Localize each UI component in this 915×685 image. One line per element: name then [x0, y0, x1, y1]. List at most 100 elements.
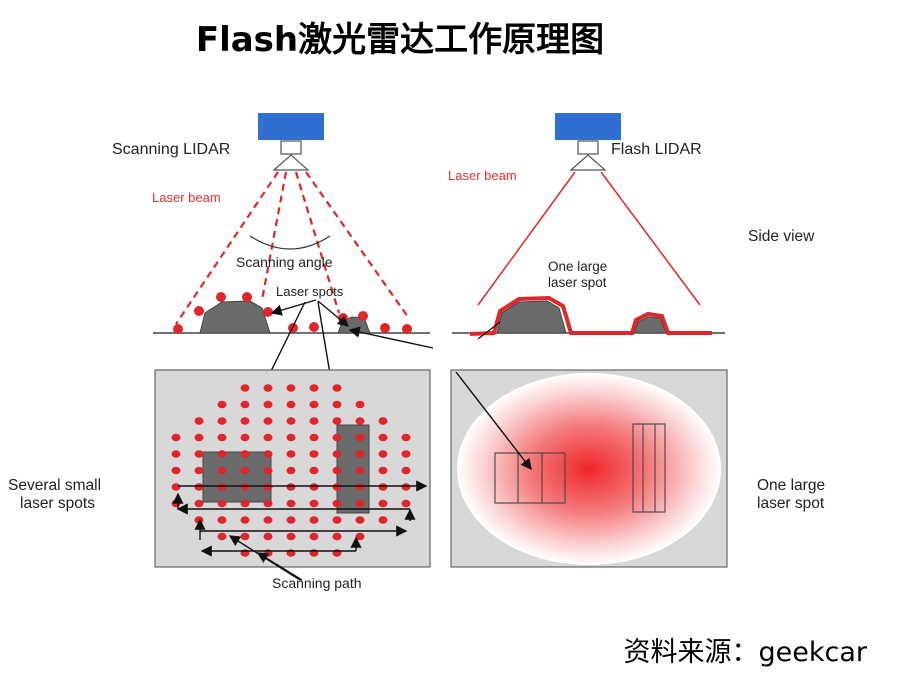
laser-spot: [194, 417, 204, 425]
laser-spot: [263, 516, 273, 524]
laser-spot: [263, 483, 273, 491]
laser-spot: [355, 466, 365, 475]
laser-spot: [332, 532, 342, 541]
laser-spot: [286, 400, 296, 409]
flash-illumination-outline: [469, 295, 712, 336]
several-small-label-line1: Several small: [8, 477, 101, 494]
laser-spot: [309, 400, 319, 409]
laser-beam-left-label: Laser beam: [152, 190, 221, 205]
laser-spot: [217, 483, 227, 491]
laser-spot: [309, 499, 319, 508]
flash-lidar-box: [555, 113, 621, 140]
scanning-path: [172, 480, 428, 581]
laser-spot: [240, 483, 250, 491]
laser-spot: [355, 417, 365, 425]
laser-spot: [401, 450, 411, 458]
top-object-large: [202, 451, 272, 503]
laser-spot: [217, 516, 227, 524]
laser-spot: [401, 483, 411, 491]
laser-spot: [355, 532, 365, 541]
laser-spot: [286, 499, 296, 508]
laser-spot: [240, 433, 250, 442]
laser-spot: [309, 483, 319, 491]
flash-beam: [477, 171, 701, 306]
object-large-left: [199, 300, 271, 334]
laser-spot: [355, 516, 365, 524]
one-large-spot-right-line2: laser spot: [757, 495, 825, 512]
flash-pointer-long: [455, 371, 532, 471]
laser-spot: [171, 499, 181, 508]
laser-spot: [263, 417, 273, 425]
laser-spot: [286, 532, 296, 541]
laser-spot: [263, 433, 273, 442]
one-large-spot-side-line1: One large: [548, 259, 607, 274]
laser-spot: [309, 466, 319, 475]
laser-spot: [309, 417, 319, 425]
source-note: 资料来源：geekcar: [623, 637, 868, 668]
laser-spot: [378, 433, 388, 442]
laser-spot: [355, 450, 365, 458]
laser-spot: [286, 450, 296, 458]
flash-large-spot: [457, 373, 721, 565]
laser-spot: [309, 384, 319, 392]
laser-spot: [240, 466, 250, 475]
object-small-right: [633, 316, 667, 334]
laser-spot: [263, 532, 273, 541]
laser-spot: [217, 433, 227, 442]
laser-spot: [194, 466, 204, 475]
laser-spot: [217, 499, 227, 508]
laser-spot: [263, 384, 273, 392]
laser-spot: [378, 417, 388, 425]
scanning-angle-label: Scanning angle: [236, 254, 333, 270]
laser-spot: [263, 450, 273, 458]
laser-spot: [332, 400, 342, 409]
several-small-label-line2: laser spots: [20, 495, 95, 512]
scanning-lidar-label: Scanning LIDAR: [112, 141, 230, 158]
scanning-path-label: Scanning path: [272, 575, 362, 591]
page-title: Flash激光雷达工作原理图: [195, 20, 605, 60]
laser-spot: [378, 483, 388, 491]
laser-spot: [355, 433, 365, 442]
laser-spot: [401, 466, 411, 475]
flash-lidar-device: [555, 113, 621, 171]
laser-spot: [217, 466, 227, 475]
laser-spot: [263, 466, 273, 475]
laser-spot: [240, 499, 250, 508]
laser-spot: [194, 516, 204, 524]
laser-spot: [332, 384, 342, 392]
laser-spot: [194, 499, 204, 508]
laser-spot: [240, 532, 250, 541]
laser-spot: [286, 466, 296, 475]
laser-spot: [378, 466, 388, 475]
laser-spot: [332, 483, 342, 491]
laser-spot: [286, 417, 296, 425]
side-view-label: Side view: [748, 228, 815, 245]
flash-lidar-label: Flash LIDAR: [611, 141, 702, 158]
laser-spot: [378, 450, 388, 458]
laser-spot: [240, 384, 250, 392]
laser-spot: [309, 433, 319, 442]
laser-spot: [217, 532, 227, 541]
laser-spot: [309, 516, 319, 524]
laser-spot: [240, 400, 250, 409]
laser-spot: [286, 516, 296, 524]
laser-spot: [401, 433, 411, 442]
laser-spot: [217, 417, 227, 425]
laser-spot: [240, 450, 250, 458]
object-large-right: [496, 300, 567, 334]
laser-spot: [401, 499, 411, 508]
laser-spot: [171, 466, 181, 475]
scanning-angle-arc: [249, 235, 331, 250]
laser-spot: [332, 466, 342, 475]
laser-spot: [171, 483, 181, 491]
laser-spots-label: Laser spots: [276, 284, 344, 299]
laser-spot: [355, 400, 365, 409]
laser-spot: [171, 433, 181, 442]
one-large-spot-side-line2: laser spot: [548, 275, 607, 290]
laser-spot: [378, 499, 388, 508]
laser-spot: [309, 532, 319, 541]
laser-spot: [263, 400, 273, 409]
laser-spot: [217, 450, 227, 458]
laser-spot: [286, 483, 296, 491]
